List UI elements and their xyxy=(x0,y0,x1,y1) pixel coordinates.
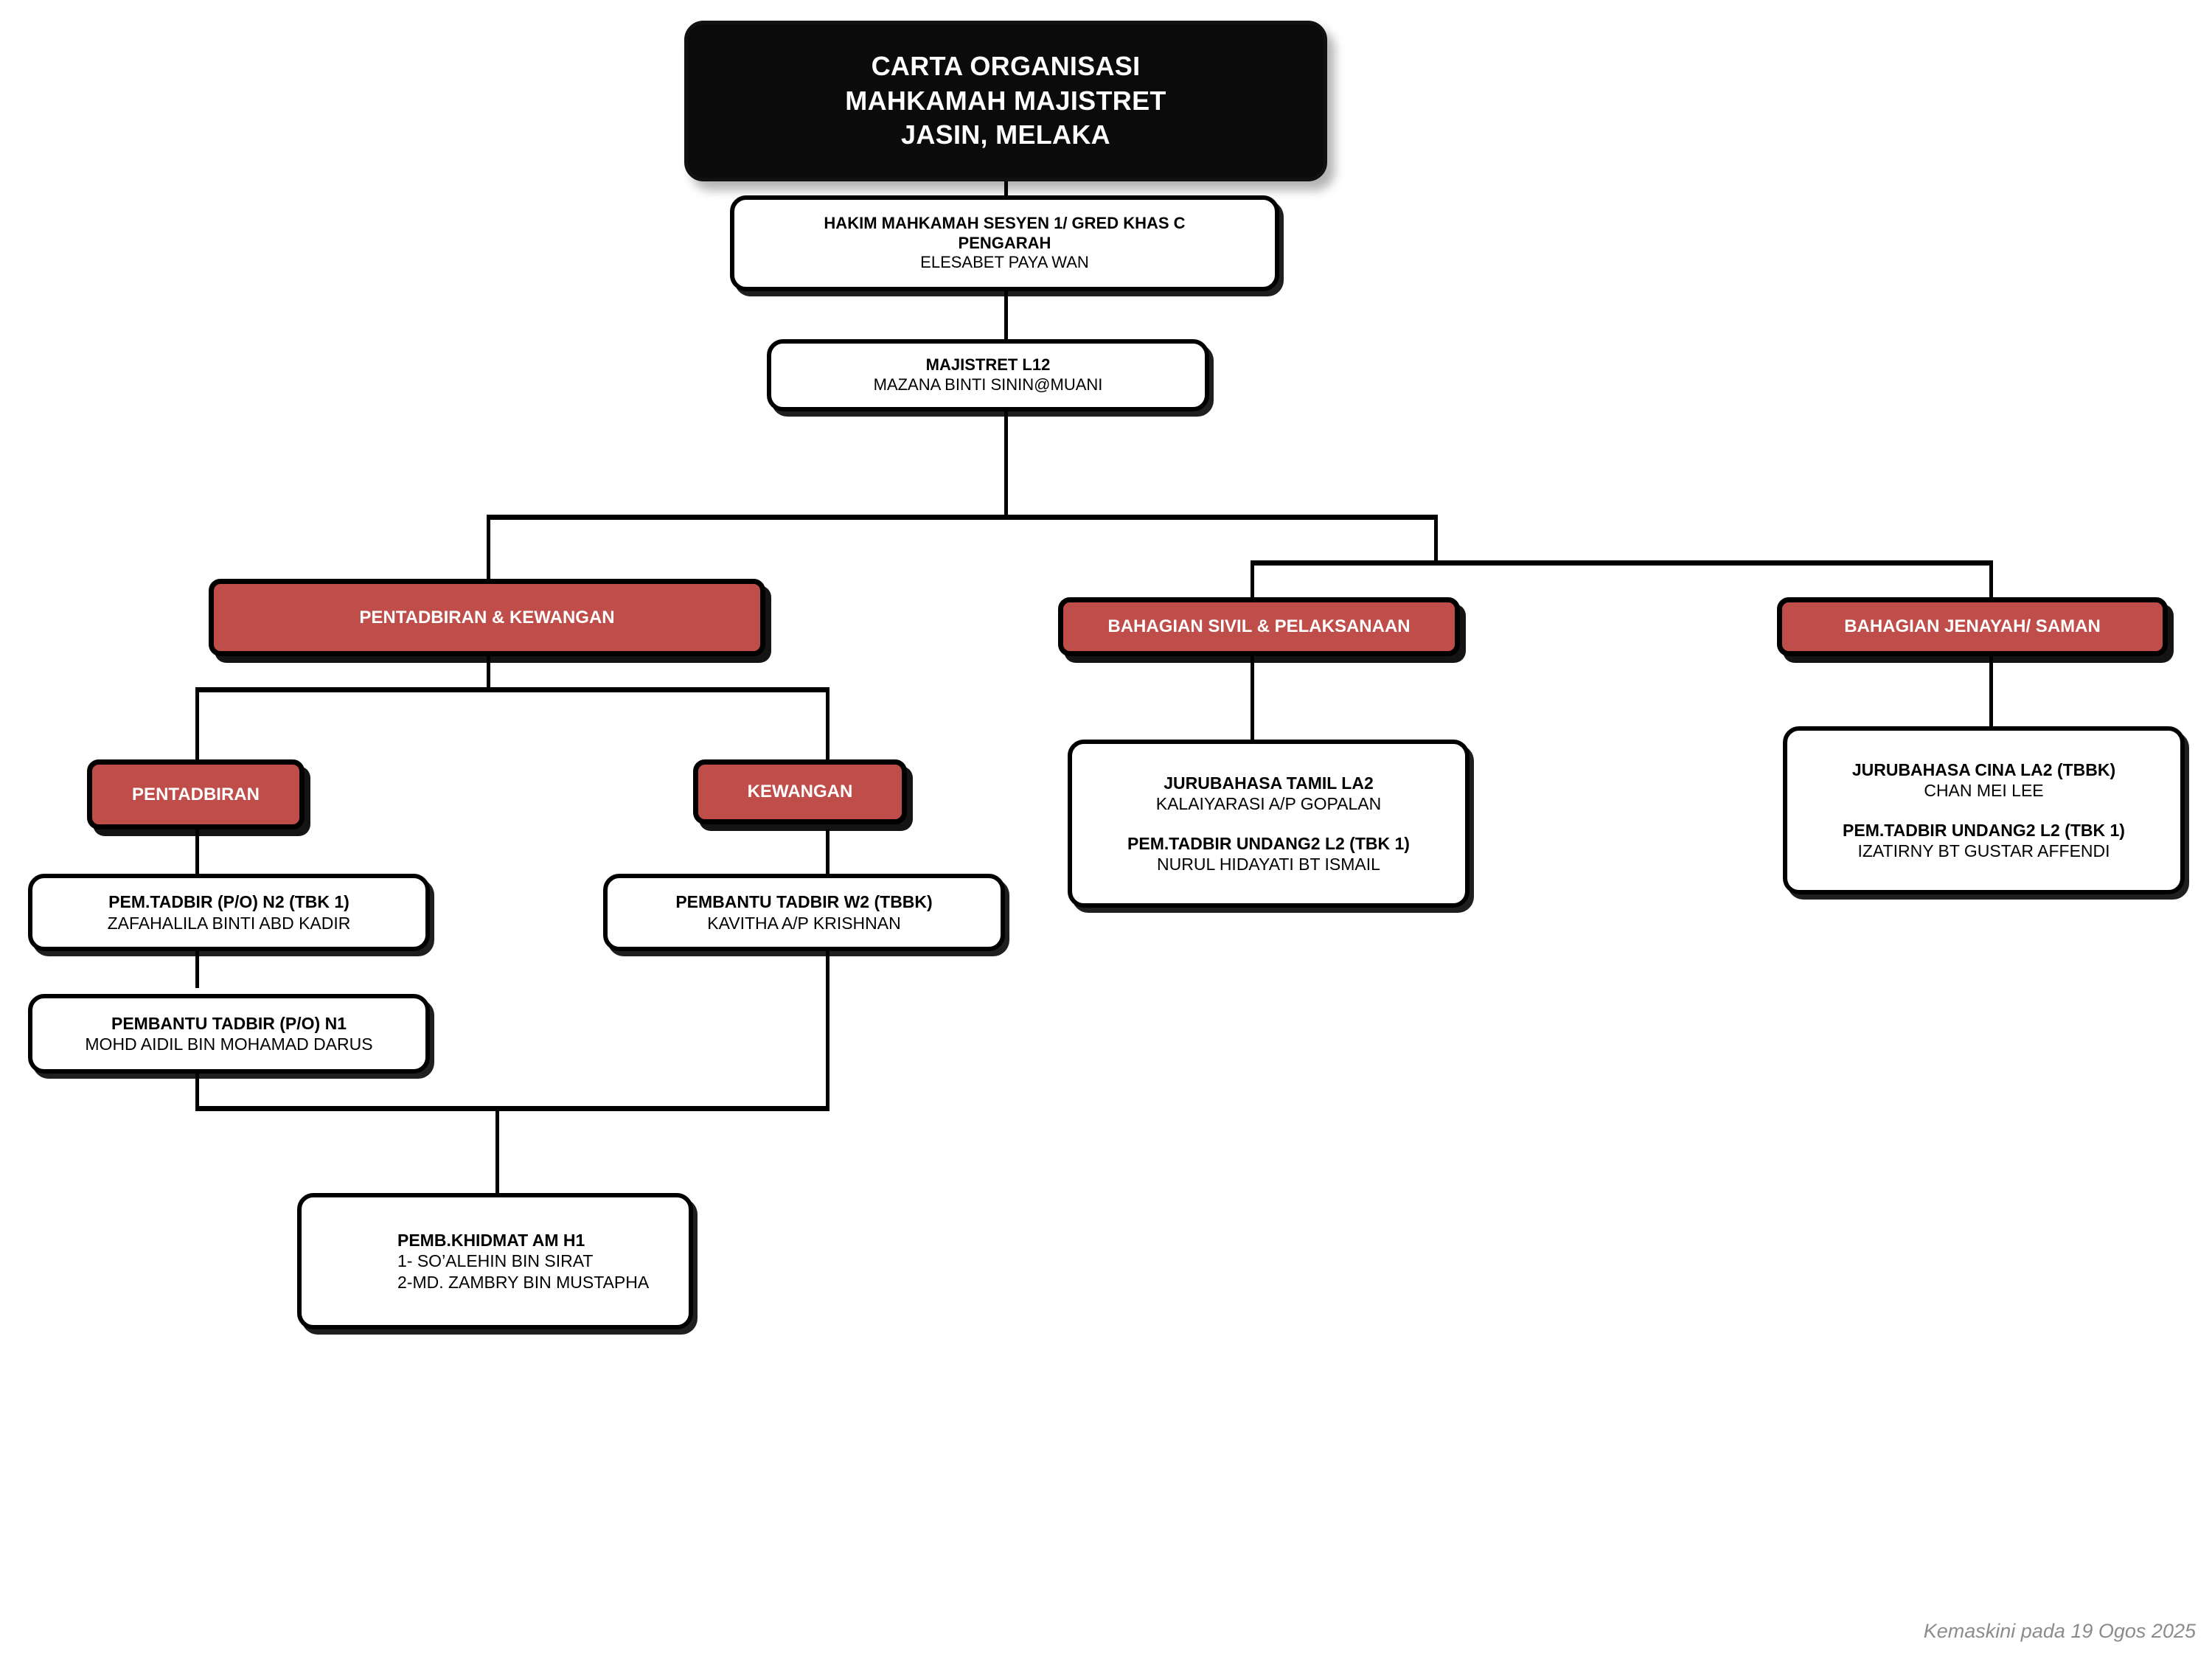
connector-n2-to-n1 xyxy=(195,951,199,988)
node-pem-tadbir-n2[interactable]: PEM.TADBIR (P/O) N2 (TBK 1) ZAFAHALILA B… xyxy=(28,874,430,951)
node-pem-tadbir-undang2-cina-title: PEM.TADBIR UNDANG2 L2 (TBK 1) xyxy=(1843,821,2125,840)
node-jurubahasa-cina-name: CHAN MEI LEE xyxy=(1924,780,2044,800)
node-bahagian-jenayah-label: BAHAGIAN JENAYAH/ SAMAN xyxy=(1844,616,2101,637)
node-pengarah-title-1: HAKIM MAHKAMAH SESYEN 1/ GRED KHAS C xyxy=(824,213,1186,232)
node-pem-tadbir-undang2-cina-name: IZATIRNY BT GUSTAR AFFENDI xyxy=(1857,841,2110,861)
node-pemb-khidmat-am-name-1: 1- SO’ALEHIN BIN SIRAT xyxy=(397,1251,594,1271)
node-pembantu-tadbir-n1-title: PEMBANTU TADBIR (P/O) N1 xyxy=(111,1013,347,1033)
chart-title-line-2: MAHKAMAH MAJISTRET xyxy=(845,85,1166,116)
node-bahagian-sivil-label: BAHAGIAN SIVIL & PELAKSANAAN xyxy=(1107,616,1411,637)
connector-pk-down xyxy=(487,656,490,690)
connector-title-to-pengarah xyxy=(1004,178,1008,199)
node-majistret-name: MAZANA BINTI SININ@MUANI xyxy=(873,375,1103,394)
connector-pk-to-kewangan xyxy=(826,687,830,767)
node-pemb-khidmat-am[interactable]: PEMB.KHIDMAT AM H1 1- SO’ALEHIN BIN SIRA… xyxy=(297,1193,693,1329)
connector-subbus-to-sivil xyxy=(1251,560,1254,602)
node-jurubahasa-cina-title: JURUBAHASA CINA LA2 (TBBK) xyxy=(1851,759,2116,779)
node-pentadbiran-kewangan-label: PENTADBIRAN & KEWANGAN xyxy=(359,607,615,627)
node-pembantu-tadbir-n1-name: MOHD AIDIL BIN MOHAMAD DARUS xyxy=(85,1034,373,1054)
connector-sivil-to-tamil xyxy=(1251,653,1254,740)
node-pentadbiran[interactable]: PENTADBIRAN xyxy=(87,759,305,830)
connector-pengarah-to-majistret xyxy=(1004,291,1008,339)
connector-bottom-bus xyxy=(195,1106,830,1111)
node-kewangan[interactable]: KEWANGAN xyxy=(693,759,907,824)
connector-n1-down xyxy=(195,1073,199,1110)
node-pem-tadbir-undang2-tamil-name: NURUL HIDAYATI BT ISMAIL xyxy=(1157,855,1380,874)
node-pembantu-tadbir-w2-name: KAVITHA A/P KRISHNAN xyxy=(707,913,901,933)
node-jurubahasa-tamil-title: JURUBAHASA TAMIL LA2 xyxy=(1164,773,1374,793)
chart-title-box: CARTA ORGANISASI MAHKAMAH MAJISTRET JASI… xyxy=(684,21,1327,181)
node-pem-tadbir-n2-title: PEM.TADBIR (P/O) N2 (TBK 1) xyxy=(108,892,349,912)
node-pem-tadbir-undang2-tamil-title: PEM.TADBIR UNDANG2 L2 (TBK 1) xyxy=(1127,834,1410,853)
node-pentadbiran-kewangan[interactable]: PENTADBIRAN & KEWANGAN xyxy=(209,579,765,656)
node-pengarah-name: ELESABET PAYA WAN xyxy=(920,253,1089,272)
chart-title-line-1: CARTA ORGANISASI xyxy=(871,50,1141,81)
connector-w2-down xyxy=(826,951,830,1110)
node-bahagian-sivil[interactable]: BAHAGIAN SIVIL & PELAKSANAAN xyxy=(1058,597,1460,656)
connector-bus-to-pentadbiran-kewangan xyxy=(487,515,490,588)
node-pemb-khidmat-am-title: PEMB.KHIDMAT AM H1 xyxy=(397,1231,585,1251)
connector-jenayah-to-cina xyxy=(1989,653,1993,726)
node-jurubahasa-tamil-name: KALAIYARASI A/P GOPALAN xyxy=(1155,793,1382,813)
node-majistret-title: MAJISTRET L12 xyxy=(925,355,1051,375)
connector-pentadbiran-to-n2 xyxy=(195,830,199,874)
connector-bus-to-subbus xyxy=(1434,515,1438,563)
connector-bottom-bus-to-khidmat xyxy=(495,1106,499,1193)
node-pengarah-title-2: PENGARAH xyxy=(958,233,1051,252)
connector-pk-bus xyxy=(195,687,830,692)
node-kewangan-label: KEWANGAN xyxy=(747,782,853,802)
node-pemb-khidmat-am-name-2: 2-MD. ZAMBRY BIN MUSTAPHA xyxy=(397,1272,650,1292)
node-pengarah[interactable]: HAKIM MAHKAMAH SESYEN 1/ GRED KHAS C PEN… xyxy=(730,195,1279,291)
node-pem-tadbir-n2-name: ZAFAHALILA BINTI ABD KADIR xyxy=(107,913,351,933)
connector-sub-bus xyxy=(1251,560,1992,566)
node-bahagian-jenayah[interactable]: BAHAGIAN JENAYAH/ SAMAN xyxy=(1777,597,2168,656)
node-majistret[interactable]: MAJISTRET L12 MAZANA BINTI SININ@MUANI xyxy=(767,339,1209,411)
node-jurubahasa-tamil[interactable]: JURUBAHASA TAMIL LA2 KALAIYARASI A/P GOP… xyxy=(1068,740,1470,908)
node-pembantu-tadbir-n1[interactable]: PEMBANTU TADBIR (P/O) N1 MOHD AIDIL BIN … xyxy=(28,994,430,1074)
chart-title-line-3: JASIN, MELAKA xyxy=(901,119,1110,150)
connector-majistret-down xyxy=(1004,409,1008,518)
node-jurubahasa-cina[interactable]: JURUBAHASA CINA LA2 (TBBK) CHAN MEI LEE … xyxy=(1783,726,2185,894)
connector-kewangan-to-w2 xyxy=(826,830,830,874)
connector-subbus-to-jenayah xyxy=(1989,560,1993,602)
footer-last-updated: Kemaskini pada 19 Ogos 2025 xyxy=(1923,1620,2196,1642)
node-pentadbiran-label: PENTADBIRAN xyxy=(132,784,260,804)
connector-pk-to-pentadbiran xyxy=(195,687,199,767)
node-pembantu-tadbir-w2-title: PEMBANTU TADBIR W2 (TBBK) xyxy=(675,892,933,912)
connector-main-bus xyxy=(487,515,1438,520)
node-pembantu-tadbir-w2[interactable]: PEMBANTU TADBIR W2 (TBBK) KAVITHA A/P KR… xyxy=(603,874,1005,951)
